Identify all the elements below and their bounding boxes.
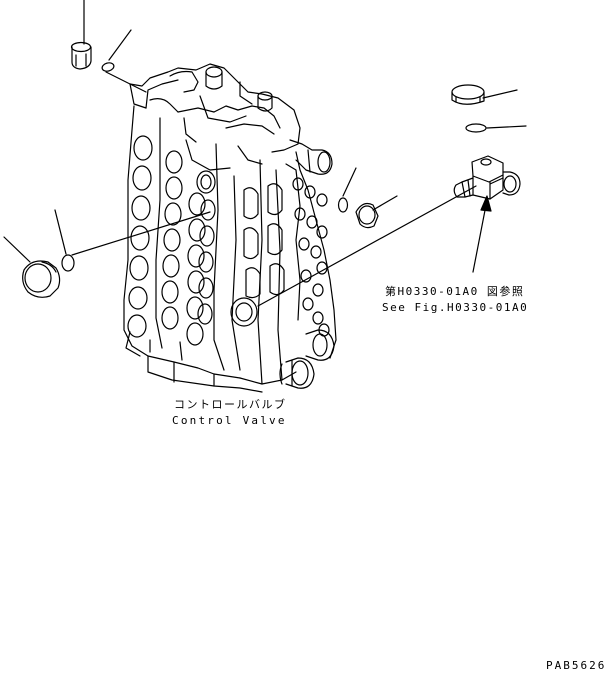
o-ring-top-left — [101, 62, 115, 72]
plug-top-left — [70, 41, 92, 70]
o-ring-right-middle — [337, 197, 349, 213]
drawing-code: PAB5626 — [546, 659, 607, 672]
control-valve-body — [123, 63, 337, 393]
o-ring-top-right — [465, 123, 487, 133]
elbow-fitting — [453, 155, 521, 200]
control-valve-label-jp: コントロールバルブ — [174, 398, 287, 411]
figure-reference-label-en: See Fig.H0330-01A0 — [382, 301, 529, 314]
leader-lines — [3, 0, 527, 307]
o-ring-left — [61, 254, 75, 272]
right-side-ports — [292, 177, 330, 337]
bottom-right-ports — [279, 329, 335, 389]
plug-right-middle — [355, 202, 379, 229]
control-valve-label-en: Control Valve — [172, 414, 287, 427]
plug-top-right — [451, 84, 485, 105]
figure-reference-label-jp: 第H0330-01A0 図参照 — [385, 285, 525, 298]
plug-left — [22, 260, 61, 298]
